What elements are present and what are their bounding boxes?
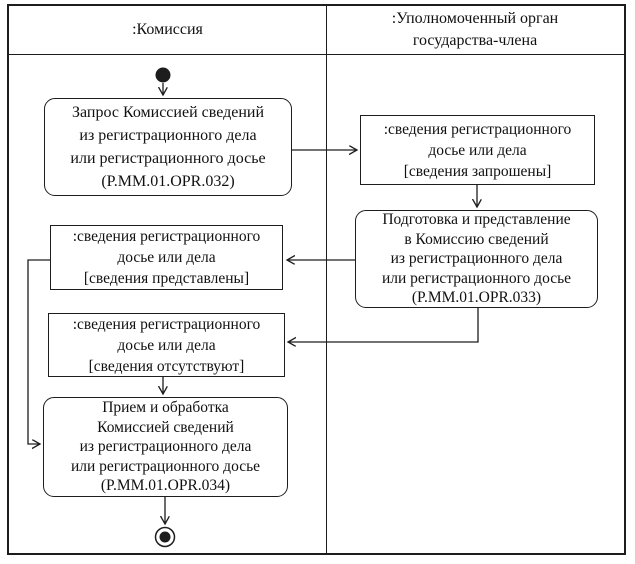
action-request-information-032: Запрос Комиссией сведений из регистрацио… xyxy=(44,98,292,196)
initial-node-icon xyxy=(155,67,171,83)
edge-prepare-to-object-absent xyxy=(288,308,479,342)
edge-object-provided-to-receive xyxy=(27,259,50,444)
action-receive-process-information-034: Прием и обработка Комиссией сведений из … xyxy=(43,397,288,497)
swimlane-frame: :Комиссия :Уполномоченный орган государс… xyxy=(7,4,626,555)
swimlane-header-row: :Комиссия :Уполномоченный орган государс… xyxy=(9,6,624,55)
object-node-information-absent: :сведения регистрационного досье или дел… xyxy=(48,313,285,377)
object-node-information-provided: :сведения регистрационного досье или дел… xyxy=(50,225,283,290)
action-prepare-submit-information-033: Подготовка и представление в Комиссию св… xyxy=(355,210,598,308)
lane-divider xyxy=(326,6,327,553)
lane-header-commission: :Комиссия xyxy=(132,21,203,38)
object-node-information-requested: :сведения регистрационного досье или дел… xyxy=(360,115,595,185)
final-node-icon xyxy=(154,526,176,548)
lane-header-authorized-body: :Уполномоченный орган государства-члена xyxy=(391,10,559,49)
